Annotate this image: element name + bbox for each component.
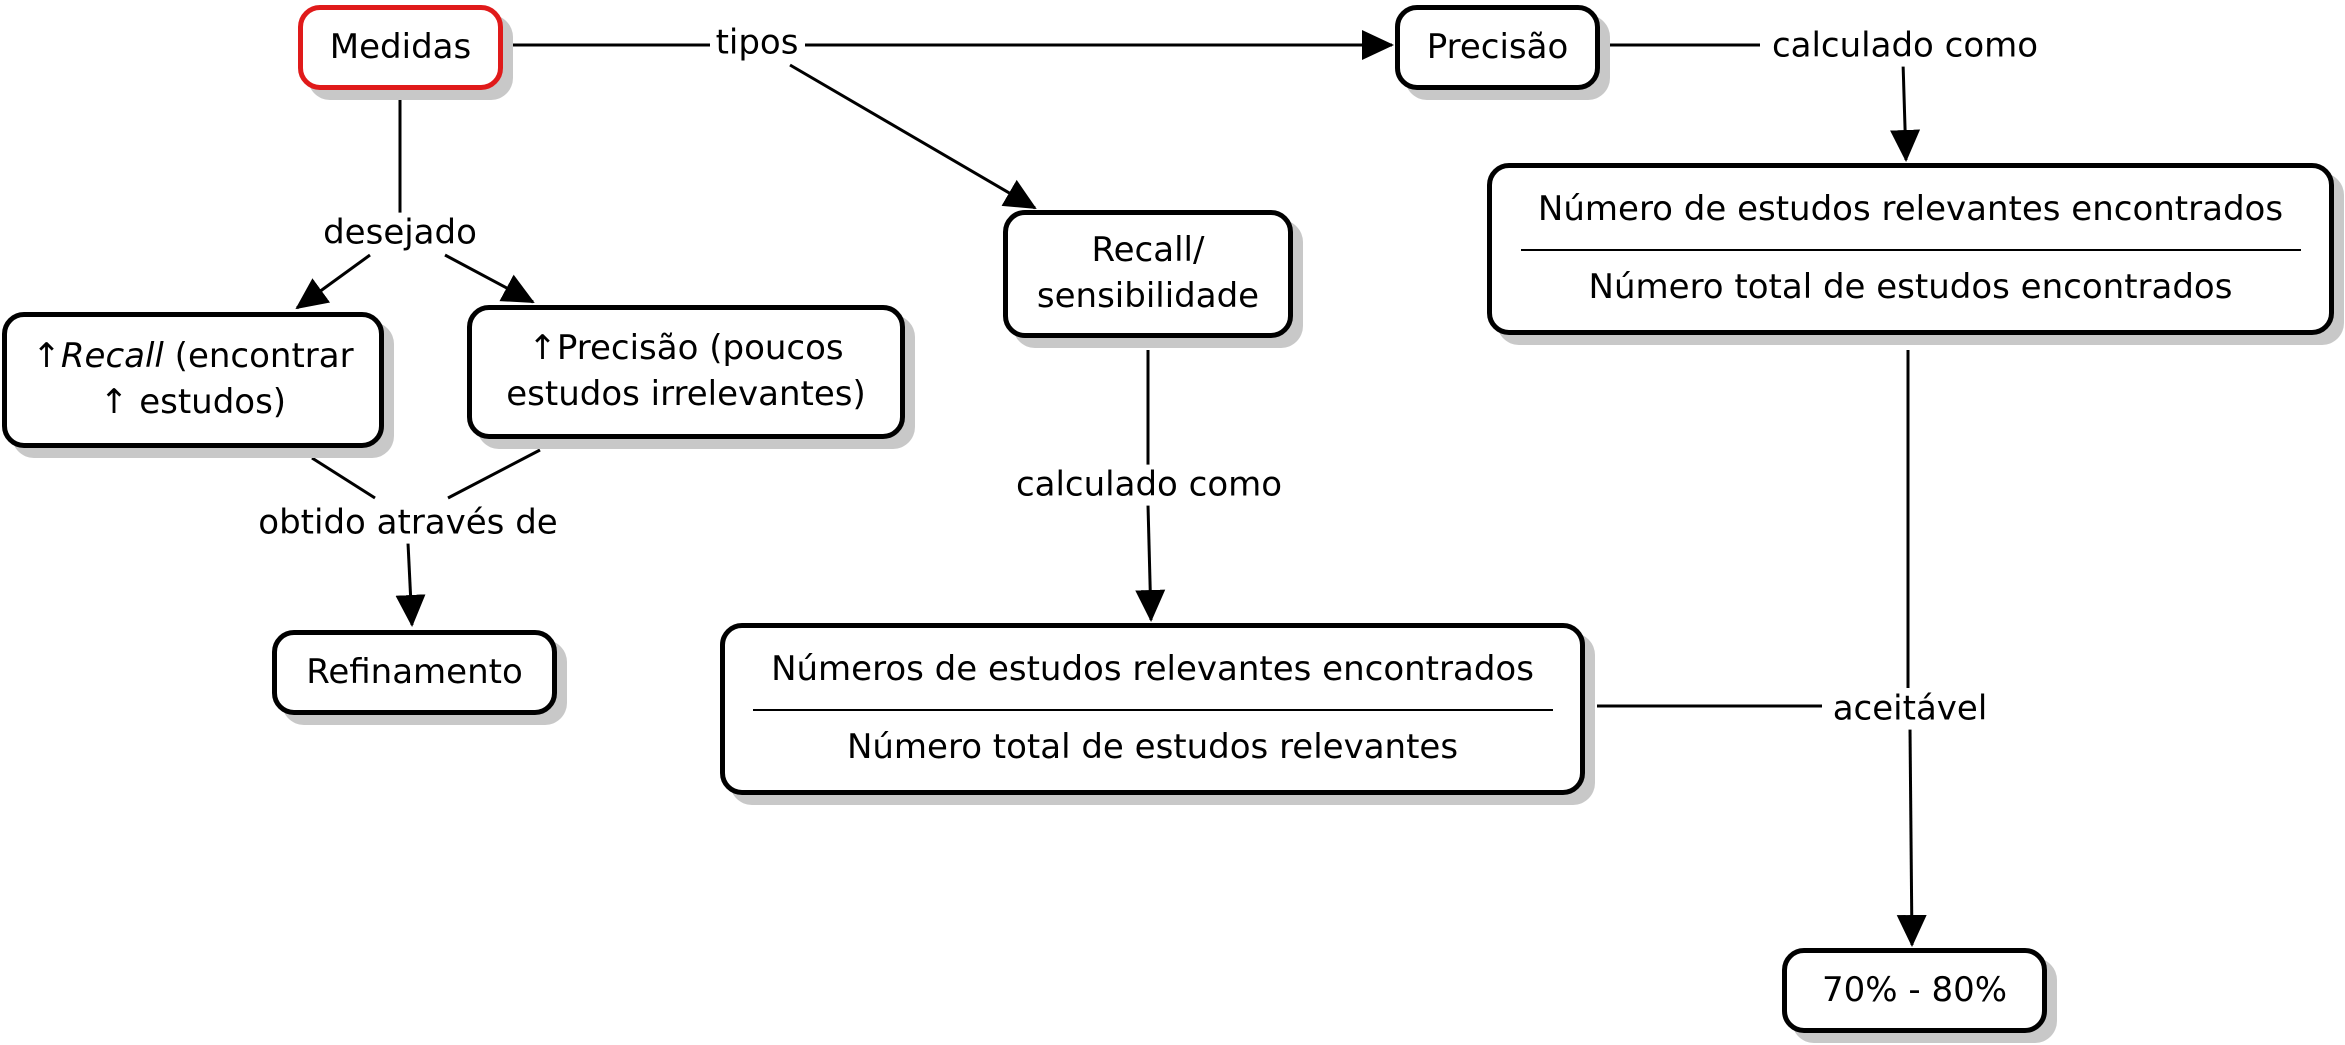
node-precisao-up[interactable]: ↑Precisão (poucos estudos irrelevantes) (467, 305, 905, 439)
link-label-tipos: tipos (713, 22, 801, 64)
link-recall-up-obtido (311, 456, 376, 500)
node-recall-up-line2: ↑ estudos) (99, 382, 287, 422)
up-arrow-icon: ↑ (32, 336, 61, 377)
node-medidas[interactable]: Medidas (298, 5, 503, 90)
recall-italic: Recall (60, 336, 164, 377)
node-range[interactable]: 70% - 80% (1782, 948, 2047, 1033)
link-label-obtido: obtido através de (256, 502, 560, 544)
recall-formula-denominator: Número total de estudos relevantes (846, 727, 1459, 767)
precision-formula-denominator: Número total de estudos encontrados (1588, 267, 2233, 307)
node-recall-line1: Recall/ (1091, 230, 1205, 271)
node-medidas-label: Medidas (329, 26, 472, 67)
node-recall-formula[interactable]: Números de estudos relevantes encontrado… (720, 623, 1585, 795)
recall-formula-numerator: Números de estudos relevantes encontrado… (771, 649, 1534, 690)
node-refinamento[interactable]: Refinamento (272, 630, 557, 715)
node-recall-line2: sensibilidade (1036, 276, 1260, 316)
link-precisao-up-obtido (447, 448, 541, 500)
node-precisao-up-line1: ↑Precisão (poucos (528, 328, 844, 369)
node-recall-sensibilidade[interactable]: Recall/ sensibilidade (1003, 210, 1293, 338)
node-precisao-label: Precisão (1426, 26, 1569, 67)
precision-formula-bar (1520, 249, 2301, 251)
node-precisao-up-line2: estudos irrelevantes) (506, 374, 866, 414)
link-label-calculado-recall: calculado como (1013, 464, 1285, 506)
node-precisao[interactable]: Precisão (1395, 5, 1600, 90)
link-aceitavel-range (1896, 727, 1927, 947)
link-label-desejado: desejado (321, 212, 479, 254)
recall-formula-bar (752, 709, 1553, 711)
node-recall-up-rest: (encontrar (163, 336, 354, 377)
link-desejado-recall-up (295, 253, 371, 310)
link-calc-precision-formula (1890, 61, 1921, 162)
node-precision-formula[interactable]: Número de estudos relevantes encontrados… (1487, 163, 2334, 335)
node-refinamento-label: Refinamento (306, 651, 523, 692)
link-calc-recall-formula (1135, 504, 1166, 622)
node-recall-up-line1: ↑Recall (encontrar (32, 334, 353, 380)
node-range-label: 70% - 80% (1821, 969, 2008, 1010)
link-tipos-recall (789, 63, 1037, 210)
precision-formula-numerator: Número de estudos relevantes encontrados (1537, 189, 2284, 230)
link-label-aceitavel: aceitável (1830, 688, 1990, 730)
link-label-calculado-precisao: calculado como (1769, 25, 2041, 67)
node-recall-up[interactable]: ↑Recall (encontrar ↑ estudos) (2, 312, 384, 448)
link-desejado-precisao-up (444, 253, 535, 304)
link-obtido-refinamento (395, 542, 426, 627)
